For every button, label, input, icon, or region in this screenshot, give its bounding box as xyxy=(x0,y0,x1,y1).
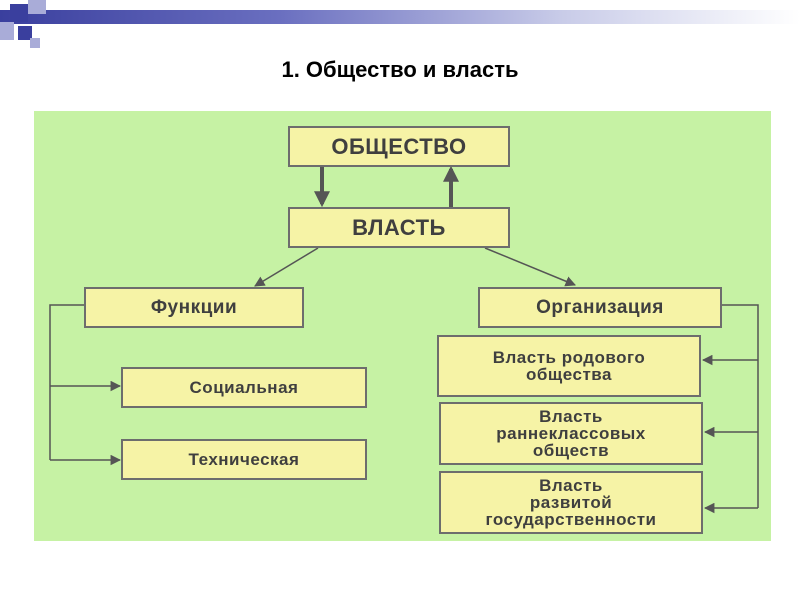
power-label: ВЛАСТЬ xyxy=(352,214,446,240)
function-item-label: Техническая xyxy=(188,450,300,469)
decor-square xyxy=(28,0,46,14)
organization-item-label: Власть родового общества xyxy=(492,348,646,384)
society-label: ОБЩЕСТВО xyxy=(331,133,467,159)
slide-title: 1. Общество и власть xyxy=(281,57,519,82)
header-band xyxy=(0,10,800,24)
function-item-technical: Техническая xyxy=(121,439,367,480)
organization-item-label: Власть раннеклассовых обществ xyxy=(496,407,646,460)
organization-box: Организация xyxy=(478,287,722,328)
organization-item-tribal: Власть родового общества xyxy=(437,335,701,397)
functions-box: Функции xyxy=(84,287,304,328)
organization-item-label: Власть развитой государственности xyxy=(485,476,657,529)
organization-label: Организация xyxy=(536,297,664,318)
arrow-power-to-organization xyxy=(484,247,576,287)
society-box: ОБЩЕСТВО xyxy=(288,126,510,167)
organization-bracket xyxy=(722,304,759,508)
decor-square xyxy=(0,22,14,40)
functions-bracket xyxy=(49,304,86,460)
functions-label: Функции xyxy=(150,297,238,318)
decor-square xyxy=(30,38,40,48)
organization-item-early-class: Власть раннеклассовых обществ xyxy=(439,402,703,465)
power-box: ВЛАСТЬ xyxy=(288,207,510,248)
decor-square xyxy=(10,4,28,22)
organization-item-developed-state: Власть развитой государственности xyxy=(439,471,703,534)
function-item-social: Социальная xyxy=(121,367,367,408)
decor-square xyxy=(18,26,32,40)
arrow-power-to-functions xyxy=(254,247,319,287)
function-item-label: Социальная xyxy=(189,378,299,397)
